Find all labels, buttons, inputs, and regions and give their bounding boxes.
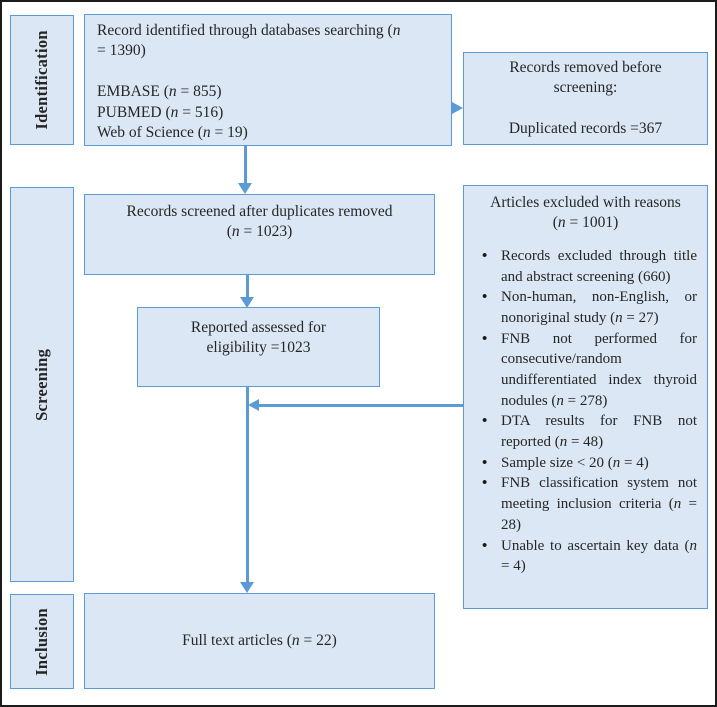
exclusion-reason-item: Unable to ascertain key data (n = 4) (474, 536, 697, 577)
records-screened-text: Records screened after duplicates remove… (93, 202, 426, 243)
arrow-screened-to-eligibility-line (246, 275, 249, 299)
text-line: Records removed before (509, 59, 662, 76)
text-line: = 1390) (97, 42, 146, 60)
text-line: EMBASE (n = 855) (97, 83, 222, 101)
arrow-excluded-to-flow-line (259, 404, 463, 407)
assessed-for-eligibility-text: Reported assessed for eligibility =1023 (146, 318, 371, 359)
stage-label-inclusion-text: Inclusion (32, 607, 52, 676)
arrow-identified-to-screened-line (244, 146, 247, 184)
box-records-identified: Record identified through databases sear… (84, 14, 452, 146)
box-full-text-articles: Full text articles (n = 22) (84, 593, 435, 689)
exclusion-reason-item: FNB not performed for consecutive/random… (474, 329, 697, 412)
exclusion-reason-item: Sample size < 20 (n = 4) (474, 453, 697, 474)
arrow-excluded-to-flow-icon (248, 399, 259, 411)
text-line: Records screened after duplicates remove… (126, 203, 393, 220)
box-records-screened: Records screened after duplicates remove… (84, 194, 435, 275)
box-assessed-for-eligibility: Reported assessed for eligibility =1023 (137, 307, 380, 387)
arrow-identified-to-removed-icon (452, 102, 463, 114)
exclusion-reason-item: Non-human, non-English, or nonoriginal s… (474, 287, 697, 328)
text-line: eligibility =1023 (206, 339, 311, 357)
text-line: Articles excluded with reasons (490, 194, 681, 211)
text-line: Full text articles (n = 22) (182, 631, 337, 649)
records-removed-text: Records removed before screening: Duplicat… (472, 58, 699, 140)
arrow-identified-to-screened-icon (238, 183, 252, 194)
stage-label-screening: Screening (10, 187, 74, 582)
records-identified-text: Record identified through databases sear… (97, 21, 439, 144)
stage-label-screening-text: Screening (32, 348, 52, 421)
box-records-removed-before-screening: Records removed before screening: Duplicat… (463, 52, 708, 145)
text-line: Reported assessed for (190, 319, 327, 336)
text-line (97, 62, 439, 82)
text-line: Duplicated records =367 (508, 120, 663, 138)
box-articles-excluded: Articles excluded with reasons (n = 1001)… (463, 185, 708, 609)
exclusion-reason-item: Records excluded through title and abstr… (474, 246, 697, 287)
stage-label-identification-text: Identification (32, 30, 52, 130)
text-line: PUBMED (n = 516) (97, 103, 224, 121)
text-line: screening: (553, 79, 618, 97)
arrow-screened-to-eligibility-icon (240, 297, 254, 308)
exclusion-reason-item: FNB classification system not meeting in… (474, 473, 697, 535)
articles-excluded-header: Articles excluded with reasons (n = 1001) (474, 193, 697, 234)
text-line (472, 99, 699, 119)
text-line: (n = 1001) (552, 214, 619, 232)
text-line: Record identified through databases sear… (97, 22, 401, 39)
exclusion-reason-item: DTA results for FNB not reported (n = 48… (474, 411, 697, 452)
arrow-eligibility-to-included-line (246, 387, 249, 584)
stage-label-inclusion: Inclusion (10, 594, 74, 689)
exclusion-reasons-list: Records excluded through title and abstr… (474, 246, 697, 577)
arrow-eligibility-to-included-icon (240, 582, 254, 593)
stage-label-identification: Identification (10, 15, 74, 145)
text-line: (n = 1023) (226, 223, 293, 241)
text-line: Web of Science (n = 19) (97, 124, 248, 142)
full-text-articles-text: Full text articles (n = 22) (182, 631, 337, 651)
